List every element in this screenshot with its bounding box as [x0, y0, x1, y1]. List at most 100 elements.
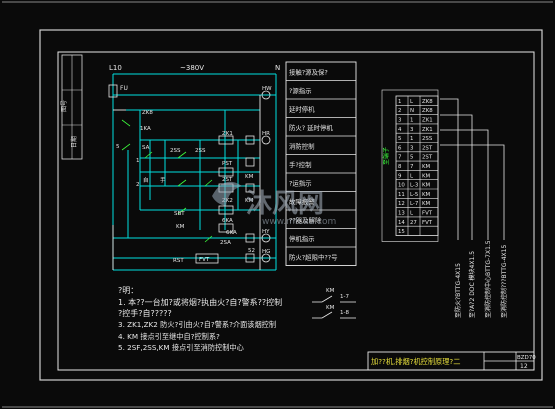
terminal-cell: 1: [410, 118, 413, 124]
fuse-symbol: [108, 84, 118, 98]
function-table-row: ?源指示: [289, 86, 312, 95]
label-num1: 1: [136, 158, 140, 164]
label-km3: KM: [176, 224, 185, 230]
contact-num2: 1-8: [340, 310, 349, 316]
terminal-cell: 27: [410, 220, 417, 226]
notes-title: ?明：: [118, 286, 138, 295]
terminal-cell: FVT: [422, 220, 433, 226]
terminal-cell: FVT: [422, 211, 433, 217]
contact-symbols: [121, 119, 213, 243]
terminal-side-label: 至端子: [382, 147, 390, 165]
terminal-block-outline: [381, 89, 439, 242]
label-zk8: ZK8: [142, 110, 153, 116]
note-2: ?控手?自?????: [118, 308, 172, 318]
watermark-logo-icon: [212, 181, 242, 206]
terminal-cell: 7: [398, 155, 401, 161]
contact-num1: 1-7: [340, 294, 349, 300]
label-km2: KM: [245, 198, 254, 204]
label-s1: 2SA: [220, 240, 231, 246]
title-block-sheet: 12: [520, 363, 528, 370]
terminal-cell: 6: [398, 145, 402, 151]
watermark: 沐风网 www.mfcad.com: [212, 181, 336, 227]
terminal-cell: 7: [410, 164, 413, 170]
notes: ?明： 1. 本??一台加?或将烟?执由火?自?警系??控制 ?控手?自????…: [118, 286, 282, 352]
note-contact-labels: KM KM 1-7 1-8: [326, 288, 349, 316]
supply-line-label: L10: [109, 64, 122, 72]
function-table-row: 消防控制: [289, 141, 315, 150]
function-table-row: 停机指示: [289, 234, 315, 243]
function-table-row: 故障报警: [289, 197, 315, 206]
terminal-cell: 12: [398, 201, 405, 207]
watermark-brand: 沐风网: [246, 189, 324, 219]
terminal-cell: 9: [398, 173, 402, 179]
label-sbt: SBT: [174, 211, 185, 217]
terminal-cell: 5: [398, 136, 401, 142]
terminal-cell: 15: [398, 229, 405, 235]
inner-frame: [57, 51, 535, 371]
function-table-row: ?运指示: [289, 178, 312, 187]
label-auto: 自: [143, 176, 149, 184]
terminal-cell: L: [410, 173, 413, 179]
terminal-cell: 4: [398, 127, 402, 133]
terminal-cell: L-5: [410, 192, 418, 198]
indicator-lamps: [261, 90, 271, 263]
terminal-cell: KM: [422, 173, 431, 179]
terminal-cell: KM: [422, 164, 431, 170]
terminal-cell: 10: [398, 183, 405, 189]
terminal-cell: 13: [398, 211, 405, 217]
terminal-cell: KM: [422, 183, 431, 189]
vertical-label-2: 至?A?2 DDC 模块4X1.5: [468, 251, 476, 318]
label-bst: 2ST: [222, 177, 233, 183]
terminal-cell: 3: [410, 127, 413, 133]
label-hr: HR: [262, 131, 270, 137]
vertical-label-3: 至消防控制中心BTTG-7X1.5: [484, 240, 492, 318]
terminal-cell: ZK1: [422, 118, 433, 124]
label-fvt: FVT: [199, 257, 210, 263]
label-zk1: ZK1: [222, 131, 233, 137]
label-num5: 5: [116, 144, 120, 150]
terminal-cell: ZK8: [422, 99, 433, 105]
terminal-cell: N: [410, 108, 414, 114]
terminal-cell: 1: [410, 136, 413, 142]
note-5: 5. 2SF,2SS,KM 接点引至消防控制中心: [118, 343, 244, 352]
terminal-cell: 3: [398, 118, 401, 124]
label-zk2: ZK2: [222, 198, 233, 204]
terminal-cell: L-3: [410, 183, 418, 189]
label-num2: 2: [136, 182, 140, 188]
note-1: 1. 本??一台加?或将烟?执由火?自?警系??控制: [118, 297, 282, 307]
label-manual: 手: [160, 176, 166, 184]
label-ka2: 6KA: [222, 218, 233, 224]
terminal-cell: 14: [398, 220, 405, 226]
terminal-cell: 2ST: [422, 145, 433, 151]
terminal-cell: KM: [422, 192, 431, 198]
left-strip-text1: 图号: [61, 100, 68, 112]
terminal-cell: L-7: [410, 201, 418, 207]
label-ka3: 6KA: [226, 230, 237, 236]
terminal-cell: 2ST: [422, 155, 433, 161]
terminal-cell: L: [410, 99, 413, 105]
terminal-cell: KM: [422, 201, 431, 207]
label-km1: KM: [245, 174, 254, 180]
function-table-row: 接触?源及保?: [289, 67, 328, 76]
terminal-cell: 2SS: [422, 136, 433, 142]
label-ka: 1KA: [140, 126, 151, 132]
function-table-row: 延时停机: [289, 104, 315, 113]
watermark-url: www.mfcad.com: [262, 217, 336, 227]
rail-lines: [112, 95, 261, 270]
label-rst: RST: [173, 258, 184, 264]
cable-leads: [440, 98, 505, 240]
label-ss: 2SS: [170, 148, 181, 154]
function-table-frame: [285, 61, 357, 266]
terminal-cell: 2: [398, 108, 401, 114]
left-strip-text2: 日期: [70, 136, 78, 148]
circuit-labels: ZK8 1KA SA ZK1 2SS 2SS PST 2ST KM ZK2 KM…: [116, 86, 272, 264]
terminal-cell: 8: [398, 164, 402, 170]
label-s2: 52: [248, 248, 255, 254]
note-3: 3. ZK1,ZK2 防火?引由火?自?警系?介面该烟控制: [118, 320, 276, 329]
label-hy: HY: [262, 229, 270, 235]
function-table-row: ??器及解除: [289, 215, 322, 224]
